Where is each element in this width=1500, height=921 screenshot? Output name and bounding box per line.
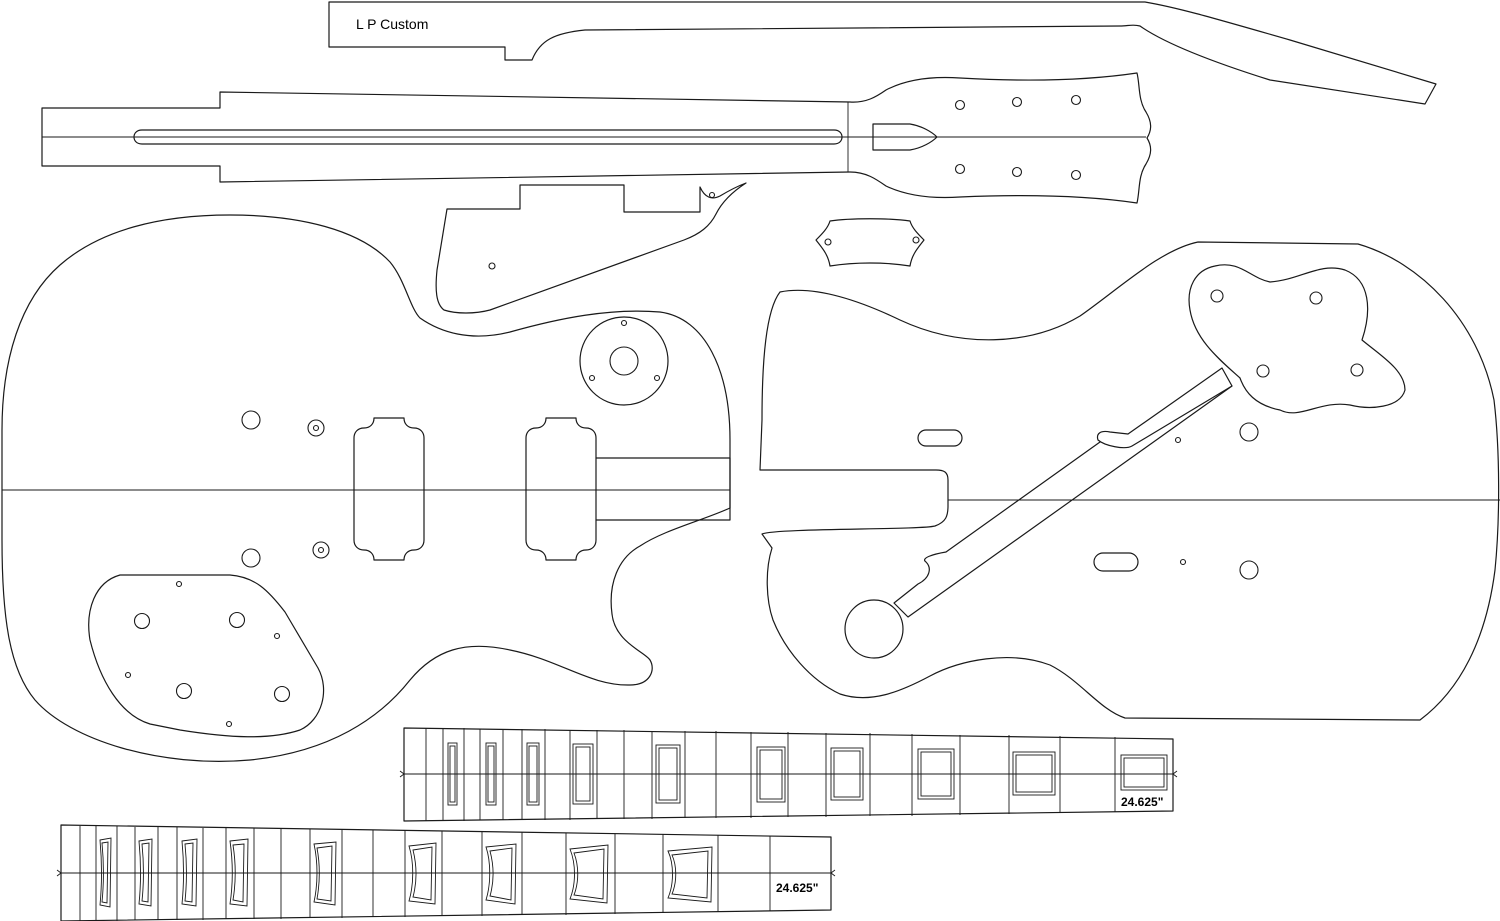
back-control-cavity xyxy=(1188,264,1406,414)
truss-rod-channel xyxy=(133,129,843,145)
tuner-hole xyxy=(954,99,966,111)
tuner-hole xyxy=(1070,94,1082,106)
jack-hole xyxy=(844,599,904,659)
neck-side-profile: L P Custom xyxy=(328,1,1437,105)
truss-rod-cover-recess xyxy=(872,123,938,151)
tuner-hole xyxy=(1011,166,1023,178)
trapezoid-inlays xyxy=(99,837,713,908)
scale-length-label-upper: 24.625" xyxy=(1121,795,1163,809)
body-front-view xyxy=(1,214,731,762)
model-name-label: L P Custom xyxy=(356,16,428,32)
pickguard-outline xyxy=(435,182,747,314)
fret-lines xyxy=(79,826,771,921)
neck-pickup-rout xyxy=(353,417,425,561)
bridge-pickup-rout xyxy=(525,417,597,561)
control-cavity-cover xyxy=(88,574,325,738)
tuner-hole xyxy=(1011,96,1023,108)
body-back-view xyxy=(759,241,1500,721)
fret-lines xyxy=(425,728,1116,821)
neck-top-view xyxy=(41,72,1152,204)
block-inlays xyxy=(447,742,1168,806)
truss-rod-cover xyxy=(815,218,925,267)
wiring-channel xyxy=(1096,367,1233,449)
tuner-hole xyxy=(954,163,966,175)
fretboard-lower: 24.625" xyxy=(56,824,836,921)
fretboard-upper: 24.625" xyxy=(399,727,1178,822)
scale-length-label-lower: 24.625" xyxy=(776,881,818,895)
tuner-hole xyxy=(1070,169,1082,181)
